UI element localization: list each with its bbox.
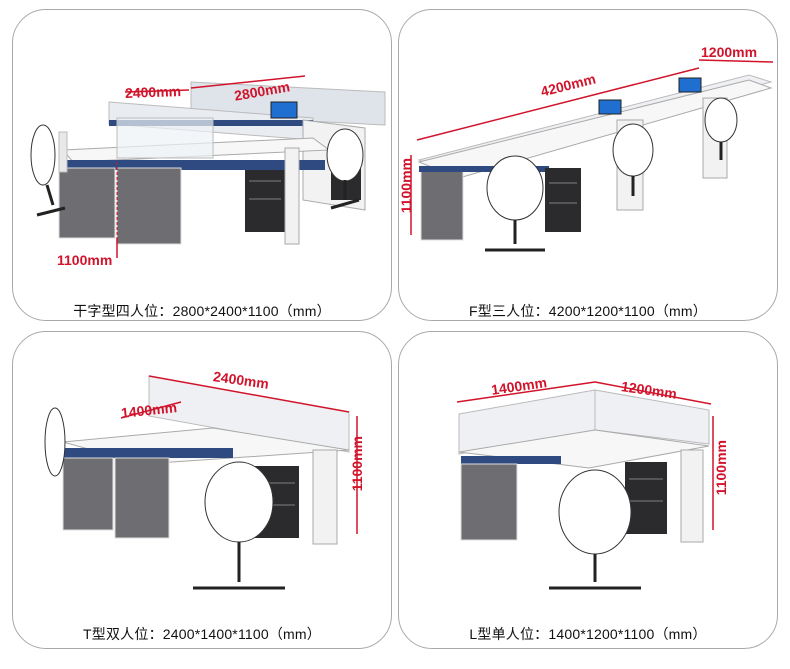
product-caption: 干字型四人位：2800*2400*1100（mm） — [73, 303, 331, 319]
product-caption: F型三人位：4200*1200*1100（mm） — [469, 303, 707, 319]
height-dimension-label: 1100mm — [398, 158, 414, 214]
workstation-illustration — [44, 375, 358, 590]
height-dimension-label: 1100mm — [713, 440, 729, 496]
width-dimension-label: 2400mm — [124, 83, 182, 101]
height-dimension-label: 1100mm — [349, 436, 365, 492]
workstation-illustration — [456, 381, 714, 590]
product-caption: T型双人位：2400*1400*1100（mm） — [83, 626, 321, 642]
width-dimension-label: 1200mm — [701, 44, 758, 60]
product-caption: L型单人位：1400*1200*1100（mm） — [469, 626, 707, 642]
product-card-f-3-seat: 4200mm 1200mm 1100mm F型三人位：4200*1200*110… — [398, 9, 778, 321]
height-dimension-label: 1100mm — [57, 252, 113, 268]
product-card-cross-4-seat: 2400mm 2800mm 1100mm 干字型四人位：2800*2400*11… — [12, 9, 392, 321]
product-card-l-1-seat: 1400mm 1200mm 1100mm L型单人位：1400*1200*110… — [398, 331, 778, 649]
workstation-illustration — [410, 59, 774, 252]
workstation-illustration — [30, 75, 386, 258]
product-card-t-2-seat: 2400mm 1400mm 1100mm T型双人位：2400*1400*110… — [12, 331, 392, 649]
